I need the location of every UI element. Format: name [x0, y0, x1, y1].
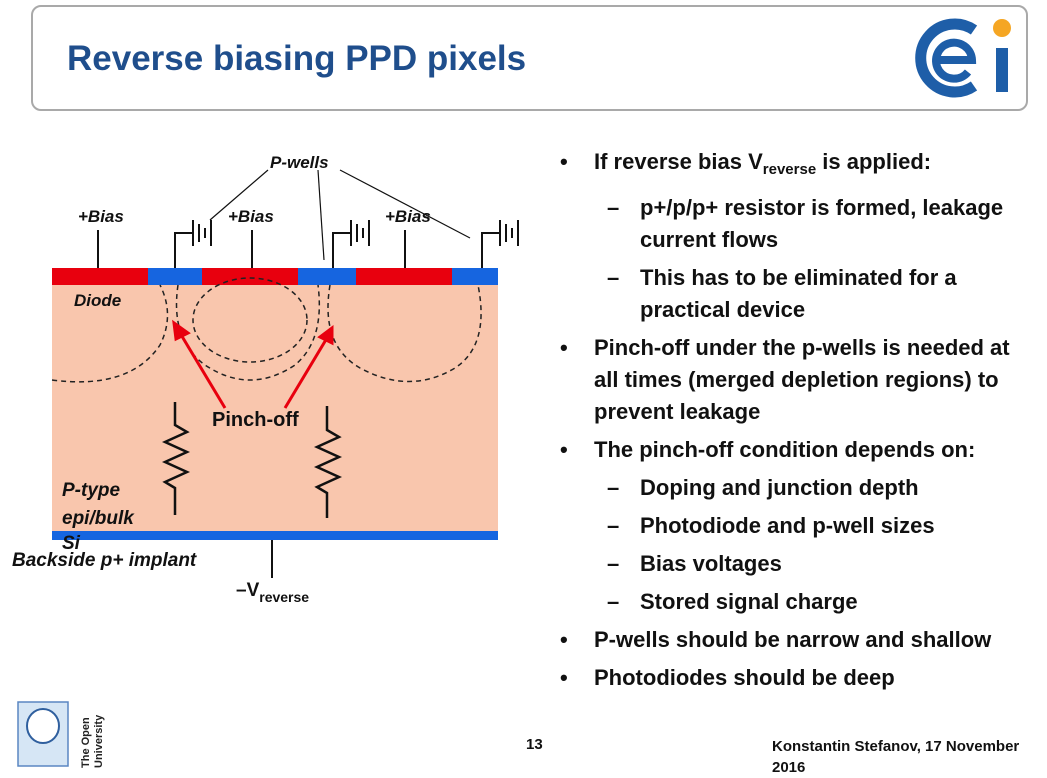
- sub-bullet-item: –This has to be eliminated for a practic…: [560, 262, 1040, 326]
- label-bias-1: +Bias: [78, 207, 124, 226]
- bullet-item: •P-wells should be narrow and shallow: [560, 624, 1040, 656]
- label-pwells: P-wells: [270, 153, 329, 172]
- label-v-reverse: –Vreverse: [236, 580, 309, 605]
- diode-implant: [52, 268, 148, 285]
- label-ptype-line1: P-type: [62, 480, 121, 501]
- bullet-mark: •: [560, 437, 568, 462]
- resistor-symbols: [161, 402, 343, 518]
- bullet-mark: •: [560, 665, 568, 690]
- slide-title: Reverse biasing PPD pixels: [67, 39, 527, 78]
- bullet-item: •Pinch-off under the p-wells is needed a…: [560, 332, 1040, 428]
- sub-bullet-item: –p+/p/p+ resistor is formed, leakage cur…: [560, 192, 1040, 256]
- bullet-item: •If reverse bias Vreverse is applied:: [560, 146, 1040, 186]
- dash-mark: –: [607, 513, 620, 538]
- diode-implant: [202, 268, 298, 285]
- label-ptype-line3: Si: [62, 533, 81, 554]
- bullet-item: •The pinch-off condition depends on:: [560, 434, 1040, 466]
- ei-logo: [915, 18, 1011, 98]
- diode-implant: [356, 268, 452, 285]
- bullet-mark: •: [560, 335, 568, 360]
- pwell-implant: [148, 268, 202, 285]
- label-bias-2: +Bias: [228, 207, 274, 226]
- backside-implant: [52, 531, 498, 540]
- title-box: Reverse biasing PPD pixels: [31, 5, 1028, 111]
- dash-mark: –: [607, 475, 620, 500]
- label-ptype-line2: epi/bulk: [62, 508, 135, 529]
- open-university-logo: The Open University: [17, 701, 105, 768]
- pinch-off-arrows: [172, 319, 334, 409]
- label-pinch-off: Pinch-off: [212, 409, 299, 431]
- author-footer: Konstantin Stefanov, 17 November 2016: [772, 738, 1020, 776]
- pwell-implant: [298, 268, 356, 285]
- sub-bullet-item: –Doping and junction depth: [560, 472, 1040, 504]
- label-backside-implant: Backside p+ implant: [12, 550, 197, 571]
- dash-mark: –: [607, 265, 620, 290]
- bullet-mark: •: [560, 627, 568, 652]
- bullet-mark: •: [560, 149, 568, 174]
- label-diode: Diode: [74, 291, 121, 310]
- sub-bullet-item: –Bias voltages: [560, 548, 1040, 580]
- dash-mark: –: [607, 551, 620, 576]
- university-name-line1: The Open: [80, 717, 92, 768]
- substrate-region: [52, 268, 498, 533]
- dash-mark: –: [607, 195, 620, 220]
- label-bias-3: +Bias: [385, 207, 431, 226]
- sub-bullet-item: –Photodiode and p-well sizes: [560, 510, 1040, 542]
- university-name-line2: University: [93, 714, 105, 768]
- pwell-ground-symbols: [174, 220, 519, 268]
- ppd-cross-section-diagram: P-wells +Bias +Bias +Bias Diode Pinch-of…: [12, 153, 519, 605]
- page-number: 13: [526, 736, 543, 753]
- dash-mark: –: [607, 589, 620, 614]
- sub-bullet-item: –Stored signal charge: [560, 586, 1040, 618]
- bullet-list: •If reverse bias Vreverse is applied: –p…: [560, 146, 1040, 700]
- pwell-implant: [452, 268, 498, 285]
- bullet-item: •Photodiodes should be deep: [560, 662, 1040, 694]
